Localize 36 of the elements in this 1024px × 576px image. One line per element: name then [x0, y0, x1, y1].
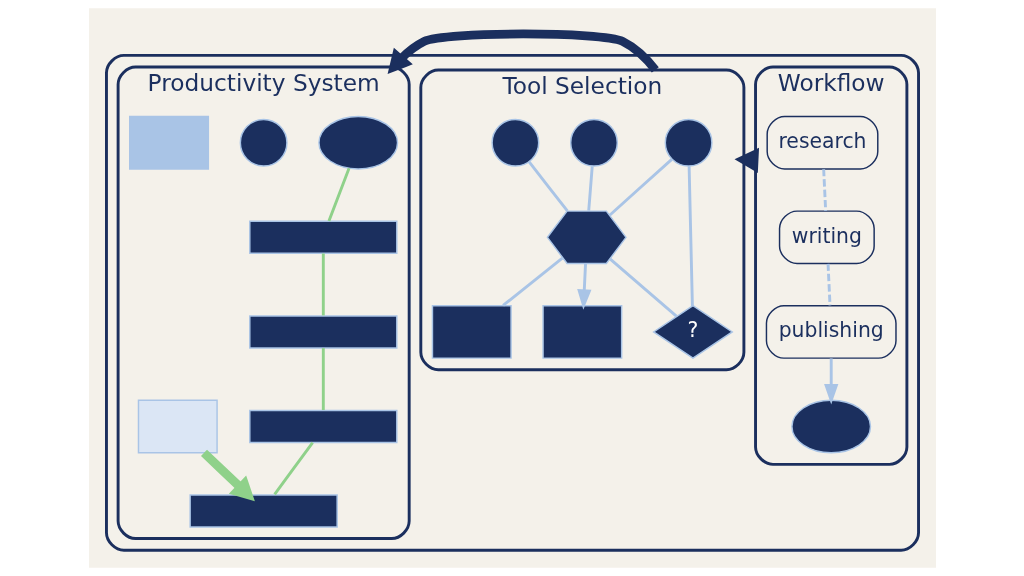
- connector: [527, 160, 568, 212]
- connector: [501, 257, 563, 307]
- node-box: publishing: [765, 305, 897, 359]
- connector: [272, 441, 314, 496]
- arrow: [576, 263, 591, 310]
- connector: [586, 166, 594, 211]
- node-bar: [248, 220, 398, 255]
- connector: [687, 166, 694, 307]
- node-box: [431, 305, 512, 359]
- node-bar: [188, 494, 338, 528]
- node-box: [541, 305, 622, 359]
- cluster: Productivity System: [116, 65, 411, 541]
- arrow: [387, 29, 659, 75]
- connector: [321, 348, 325, 411]
- node-circle: [490, 118, 539, 167]
- node-box: [128, 115, 209, 170]
- node-box: writing: [778, 210, 875, 265]
- arrow: [823, 358, 838, 405]
- node-hexagon: [546, 210, 627, 265]
- connector: [608, 158, 673, 217]
- arrow: [200, 449, 255, 502]
- node-circle: [239, 118, 288, 167]
- connector: [608, 258, 677, 318]
- node-circle: [569, 118, 618, 167]
- cluster: [104, 53, 920, 552]
- node-circle: [664, 118, 713, 167]
- connector: [321, 253, 325, 316]
- node-diamond: ?: [651, 304, 734, 359]
- node-cloud: [317, 115, 398, 170]
- node-cloud: [790, 399, 871, 454]
- connector: [821, 169, 827, 211]
- node-box: [137, 399, 218, 454]
- node-bar: [248, 315, 398, 349]
- node-bar: [248, 409, 398, 444]
- node-box: research: [765, 115, 878, 170]
- connector: [327, 167, 350, 222]
